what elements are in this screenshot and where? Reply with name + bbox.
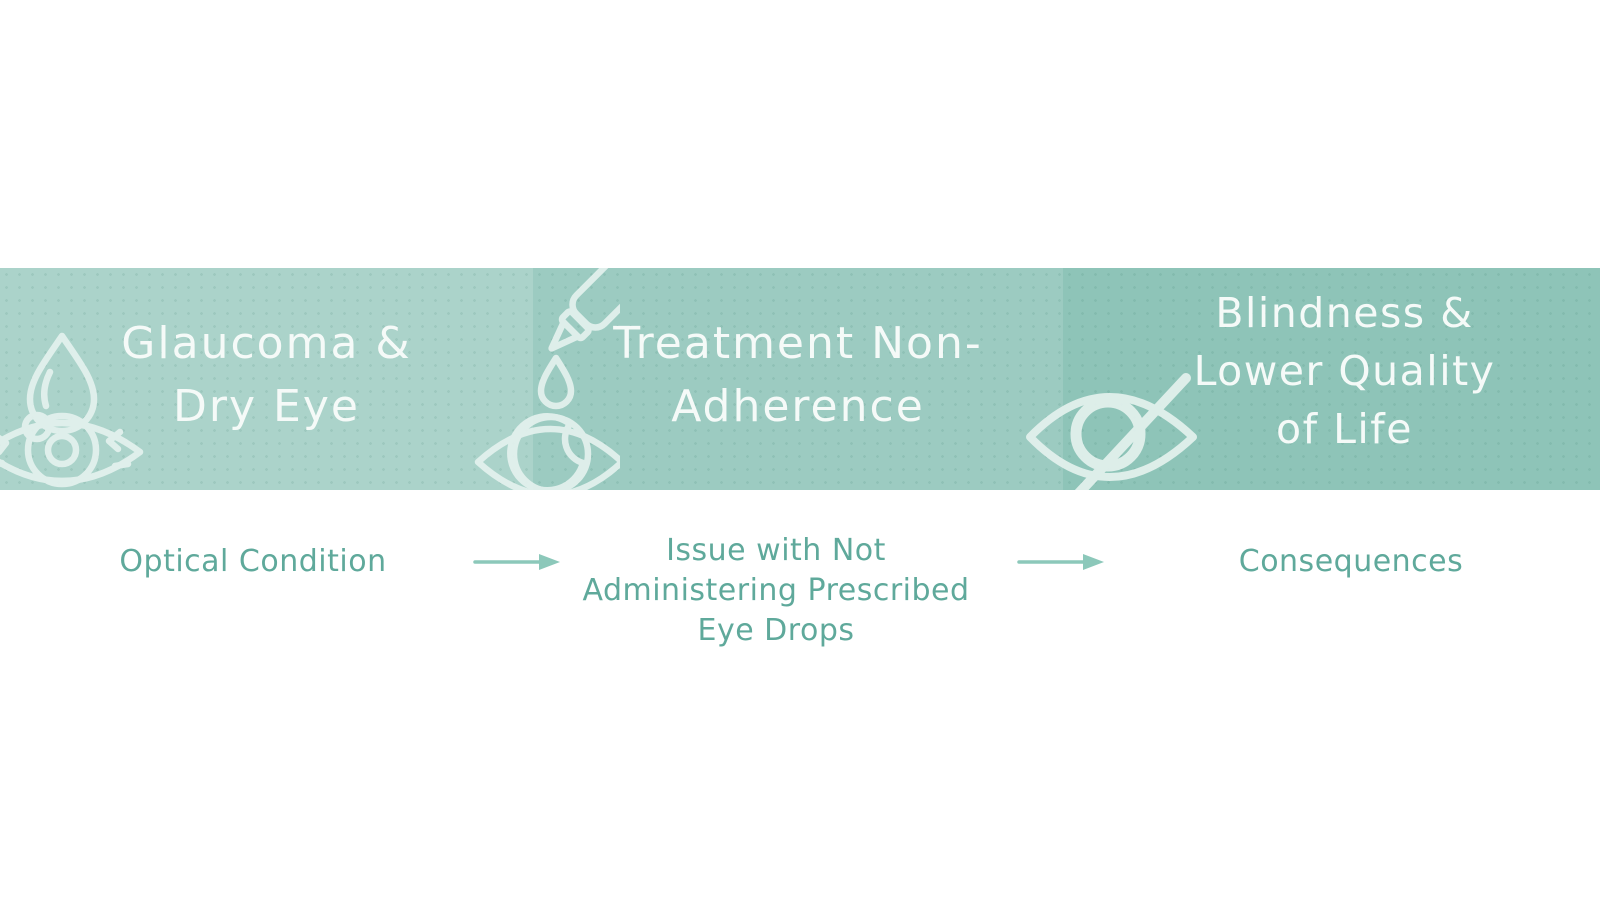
flow-arrow-1-icon xyxy=(473,554,560,570)
stage3-title-line3: of Life xyxy=(1276,405,1413,453)
dry-eye-with-tear-icon xyxy=(0,332,144,488)
stage1-panel: Glaucoma & Dry Eye xyxy=(0,268,533,490)
stage1-flow-label: Optical Condition xyxy=(119,544,387,579)
stage2-flow-label: Issue with Not Administering Prescribed … xyxy=(582,531,969,651)
stage2-flow-label-line2: Administering Prescribed xyxy=(582,573,970,608)
stage3-title: Blindness & Lower Quality of Life xyxy=(1063,284,1600,458)
stage1-title: Glaucoma & Dry Eye xyxy=(0,312,533,438)
stage3-panel: Blindness & Lower Quality of Life xyxy=(1063,268,1600,490)
stage1-title-line2: Dry Eye xyxy=(173,381,360,432)
stage2-title-line2: Adherence xyxy=(671,381,925,432)
stage3-title-line1: Blindness & xyxy=(1215,289,1474,337)
crossed-out-eye-icon xyxy=(1026,373,1197,490)
stage2-title: Treatment Non- Adherence xyxy=(533,312,1063,438)
stage-banner-band: Glaucoma & Dry Eye Treatment Non- Adhere… xyxy=(0,268,1600,490)
stage3-title-line2: Lower Quality xyxy=(1193,347,1496,395)
stage2-panel: Treatment Non- Adherence xyxy=(533,268,1063,490)
stage1-title-line1: Glaucoma & xyxy=(121,318,412,369)
stage2-title-line1: Treatment Non- xyxy=(613,318,983,369)
eye-dropper-drop-and-eye-icon xyxy=(474,268,620,490)
stage2-flow-label-line1: Issue with Not xyxy=(666,533,886,568)
stage2-flow-label-line3: Eye Drops xyxy=(697,613,855,648)
stage3-flow-label: Consequences xyxy=(1238,544,1464,579)
flow-arrow-2-icon xyxy=(1017,554,1104,570)
